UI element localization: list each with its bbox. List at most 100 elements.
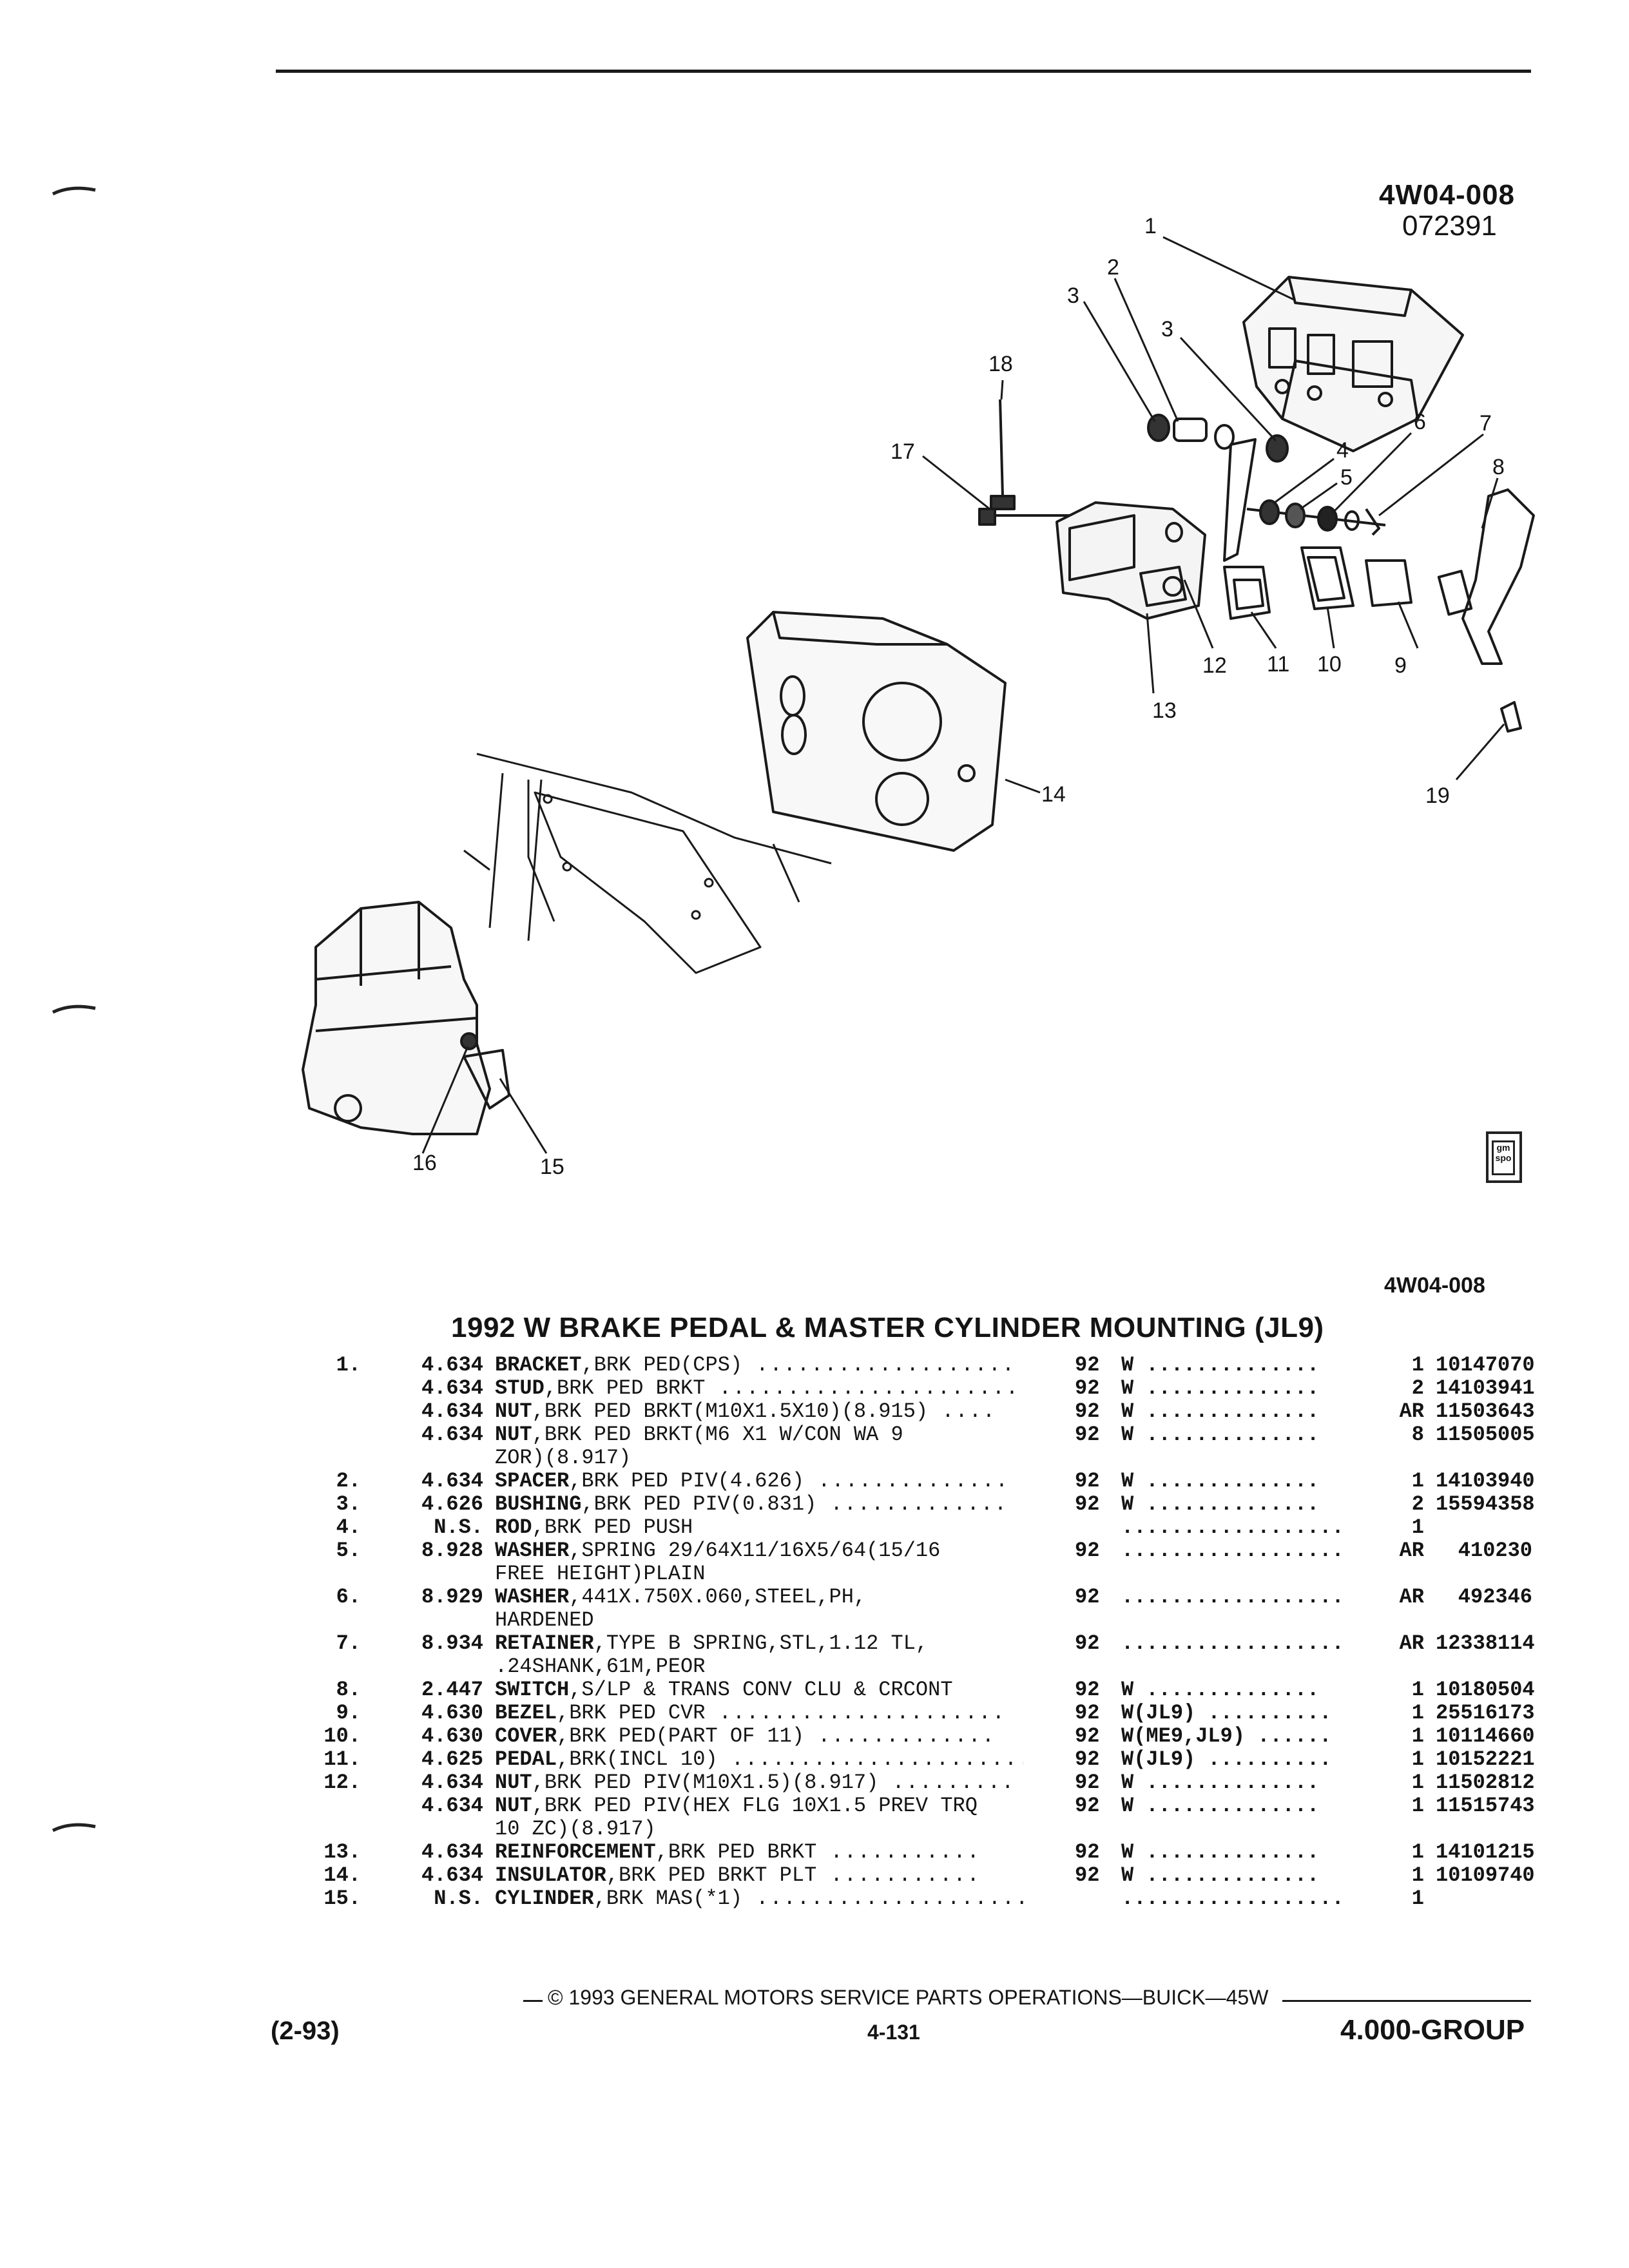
callout-18: 18	[988, 352, 1013, 376]
gm-spo-logo-text: gm spo	[1492, 1140, 1515, 1175]
part-model: W(JL9) ..........	[1121, 1701, 1332, 1725]
part-number: 14103940	[1436, 1469, 1535, 1493]
part-name: RETAINER	[495, 1631, 594, 1655]
part-description: ZOR)(8.917)	[495, 1446, 1023, 1470]
part-quantity: 1	[1411, 1747, 1424, 1771]
part-quantity: 1	[1411, 1794, 1424, 1818]
part-number: 10180504	[1436, 1678, 1535, 1702]
part-quantity: 1	[1411, 1724, 1424, 1748]
part-year: 92	[1075, 1376, 1100, 1400]
part-desc-text: ,BRK PED PUSH	[532, 1515, 693, 1539]
part-leader-dots: ..............	[804, 1469, 1010, 1493]
margin-mark	[52, 186, 96, 196]
part-model: W ..............	[1121, 1771, 1320, 1794]
part-model: W ..............	[1121, 1353, 1320, 1377]
part-description: CYLINDER,BRK MAS(*1) ...................…	[495, 1887, 1023, 1910]
parts-row: HARDENED	[0, 1608, 1629, 1632]
part-desc-text: ,BRK(INCL 10)	[557, 1747, 718, 1771]
callout-9: 9	[1394, 653, 1407, 678]
part-leader-dots: ....	[928, 1399, 997, 1423]
part-item-number: 7.	[336, 1631, 361, 1655]
part-leader-dots: .........	[878, 1771, 1016, 1794]
part-name: STUD	[495, 1376, 545, 1400]
part-number: 492346	[1458, 1585, 1532, 1609]
part-leader-dots: ....................	[742, 1887, 1023, 1910]
part-name: NUT	[495, 1771, 532, 1794]
callout-11: 11	[1267, 652, 1289, 677]
part-model: W ..............	[1121, 1794, 1320, 1818]
part-desc-text: 10 ZC)(8.917)	[495, 1817, 656, 1841]
part-name: ROD	[495, 1515, 532, 1539]
parts-row: FREE HEIGHT)PLAIN	[0, 1562, 1629, 1586]
part-item-number: 13.	[323, 1840, 361, 1864]
part-item-number: 3.	[336, 1492, 361, 1516]
part-description: .24SHANK,61M,PEOR	[495, 1655, 1023, 1678]
part-group-number: 8.934	[421, 1631, 483, 1655]
part-leader-dots: .....................	[705, 1701, 1006, 1725]
callout-4: 4	[1336, 438, 1349, 463]
margin-mark	[52, 1004, 96, 1014]
part-desc-text: ,BRK PED BRKT PLT	[606, 1863, 817, 1887]
part-name: BUSHING	[495, 1492, 582, 1516]
part-number: 14101215	[1436, 1840, 1535, 1864]
part-desc-text: ,BRK PED(CPS)	[581, 1353, 743, 1377]
part-description: WASHER,441X.750X.060,STEEL,PH,	[495, 1585, 1023, 1609]
callout-7: 7	[1480, 411, 1492, 436]
callout-10: 10	[1317, 652, 1342, 677]
pivot-parts	[1147, 414, 1289, 463]
part-desc-text: ,S/LP & TRANS CONV CLU & CRCONT	[569, 1678, 953, 1702]
insulator-part	[746, 611, 1007, 852]
callout-3a: 3	[1067, 284, 1079, 308]
part-name: WASHER	[495, 1585, 570, 1609]
part-model: ..................	[1121, 1585, 1344, 1609]
callout-2: 2	[1107, 255, 1119, 280]
part-model: W(ME9,JL9) ......	[1121, 1724, 1332, 1748]
part-quantity: 1	[1411, 1771, 1424, 1794]
callout-17: 17	[891, 439, 915, 464]
part-number: 15594358	[1436, 1492, 1535, 1516]
part-desc-text: ,BRK PED PIV(M10X1.5)(8.917)	[532, 1771, 879, 1794]
part-quantity: 2	[1411, 1492, 1424, 1516]
part-number: 10147070	[1436, 1353, 1535, 1377]
part-number: 11515743	[1436, 1794, 1535, 1818]
part-year: 92	[1075, 1631, 1100, 1655]
part-model: W ..............	[1121, 1469, 1320, 1493]
part-desc-text: ,BRK PED PIV(0.831)	[581, 1492, 817, 1516]
nut-part	[1500, 701, 1522, 733]
part-desc-text: ,BRK PED(PART OF 11)	[557, 1724, 805, 1748]
part-model: W ..............	[1121, 1863, 1320, 1887]
master-cylinder-part	[302, 901, 510, 1135]
part-group-number: 4.634	[421, 1423, 483, 1446]
part-quantity: AR	[1399, 1631, 1424, 1655]
callout-labels: 1 2 3 3 4 5 6 7 8 9 10 11 12 13 14 15 16…	[412, 214, 1505, 1179]
part-name: COVER	[495, 1724, 557, 1748]
part-desc-text: .24SHANK,61M,PEOR	[495, 1655, 706, 1678]
part-desc-text: ,BRK PED PIV(HEX FLG 10X1.5 PREV TRQ	[532, 1794, 978, 1818]
part-year: 92	[1075, 1771, 1100, 1794]
part-year: 92	[1075, 1747, 1100, 1771]
part-model: W ..............	[1121, 1492, 1320, 1516]
part-model: ..................	[1121, 1515, 1344, 1539]
part-name: NUT	[495, 1423, 532, 1446]
part-name: BEZEL	[495, 1701, 557, 1725]
page-title: 1992 W BRAKE PEDAL & MASTER CYLINDER MOU…	[451, 1312, 1324, 1343]
callout-16: 16	[412, 1151, 437, 1175]
pedal-part	[1223, 438, 1271, 620]
part-desc-text: HARDENED	[495, 1608, 594, 1632]
part-number: 11502812	[1436, 1771, 1535, 1794]
margin-mark	[52, 1823, 96, 1832]
part-desc-text: ,441X.750X.060,STEEL,PH,	[569, 1585, 867, 1609]
part-desc-text: ,BRK PED BRKT(M6 X1 W/CON WA 9	[532, 1423, 903, 1446]
bracket-part	[1242, 276, 1464, 452]
